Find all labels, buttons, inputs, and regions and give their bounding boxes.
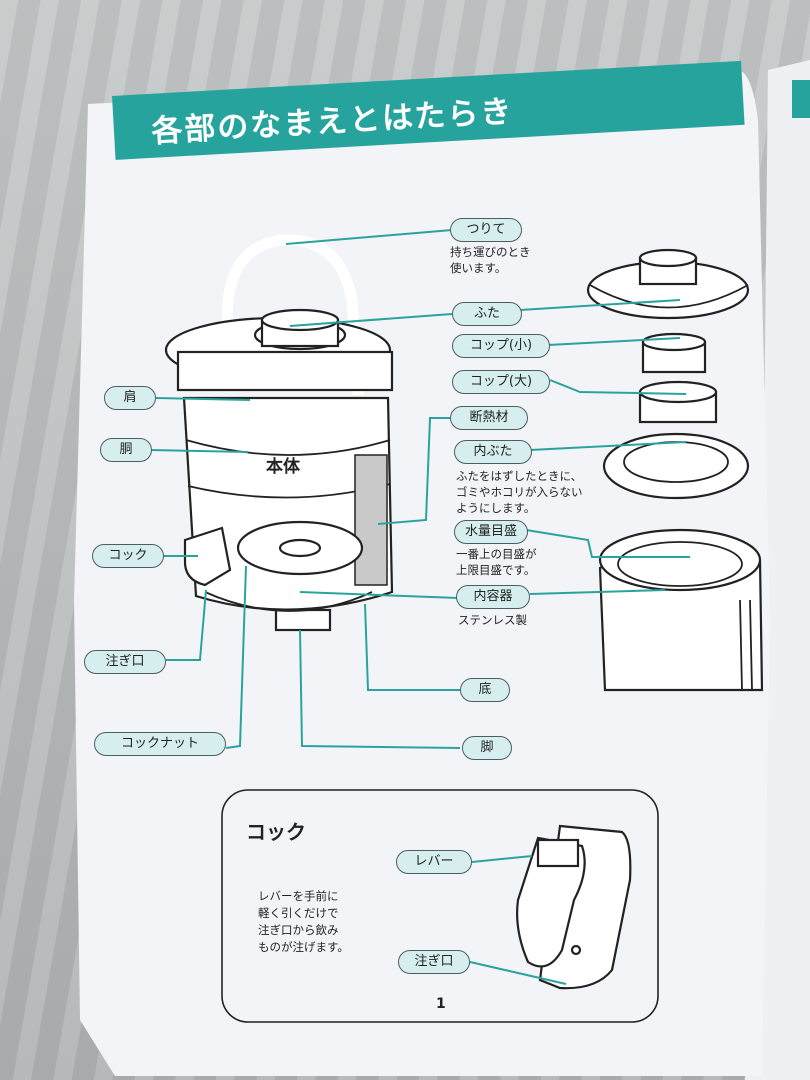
main-body-label: 本体 [266, 457, 300, 477]
label-cock: コック [92, 544, 164, 568]
label-handle: つりて [450, 218, 522, 242]
cock-detail-drawing [469, 824, 632, 990]
cock-note: レバーを手前に 軽く引くだけで 注ぎ口から飲み ものが注げます。 [258, 888, 349, 956]
next-page-title-bar [792, 80, 810, 118]
inner-lid-note-line-1: ふたをはずしたときに、 [456, 469, 583, 483]
cock-note-line-1: レバーを手前に [258, 889, 339, 903]
cock-note-line-4: ものが注げます。 [258, 940, 349, 954]
label-cup-large: コップ(大) [452, 370, 550, 394]
label-cock-nut: コックナット [94, 732, 226, 756]
parts-drawing [586, 248, 764, 692]
water-level-note-line-2: 上限目盛です。 [456, 563, 536, 577]
label-lid: ふた [452, 302, 522, 326]
label-water-level: 水量目盛 [454, 520, 528, 544]
label-insulation: 断熱材 [450, 406, 528, 430]
cock-box-title: コック [246, 820, 306, 844]
leader-lines [149, 229, 690, 749]
cock-note-line-2: 軽く引くだけで [258, 906, 339, 920]
label-bottom: 底 [460, 678, 510, 702]
inner-lid-note: ふたをはずしたときに、 ゴミやホコリが入らない ようにします。 [456, 468, 583, 516]
label-body: 胴 [100, 438, 152, 462]
label-leg: 脚 [462, 736, 512, 760]
label-inner-container: 内容器 [456, 585, 530, 609]
handle-note-line-1: 持ち運びのとき [450, 245, 531, 259]
water-level-note-line-1: 一番上の目盛が [456, 547, 537, 561]
inner-container-note: ステンレス製 [458, 613, 527, 627]
water-jug-drawing [164, 234, 394, 632]
water-level-note: 一番上の目盛が 上限目盛です。 [456, 546, 537, 578]
label-inner-lid: 内ぶた [454, 440, 532, 464]
label-shoulder: 肩 [104, 386, 156, 410]
cock-note-line-3: 注ぎ口から飲み [258, 923, 339, 937]
label-cock-spout: 注ぎ口 [398, 950, 470, 974]
inner-lid-note-line-2: ゴミやホコリが入らない [456, 485, 583, 499]
inner-lid-note-line-3: ようにします。 [456, 501, 536, 515]
page-number: 1 [436, 996, 446, 1012]
handle-note-line-2: 使います。 [450, 261, 507, 275]
label-cup-small: コップ(小) [452, 334, 550, 358]
label-spout: 注ぎ口 [84, 650, 166, 674]
cock-box-frame [221, 789, 659, 1023]
handle-note: 持ち運びのとき 使います。 [450, 244, 531, 276]
label-lever: レバー [396, 850, 472, 874]
